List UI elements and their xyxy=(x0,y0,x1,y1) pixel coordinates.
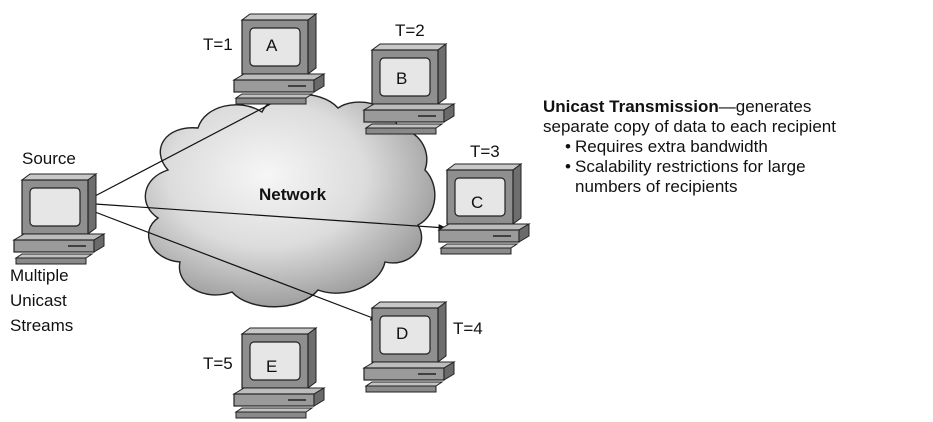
host-a-time: T=1 xyxy=(203,35,233,54)
description-title: Unicast Transmission xyxy=(543,97,719,116)
host-b-letter: B xyxy=(396,69,407,88)
description-bullets: Requires extra bandwidth Scalability res… xyxy=(543,137,928,197)
host-d: D T=4 xyxy=(363,301,483,393)
host-c-time: T=3 xyxy=(470,142,500,161)
host-c-letter: C xyxy=(471,193,483,212)
description-heading: Unicast Transmission—generates xyxy=(543,97,928,117)
network-cloud: Network xyxy=(144,93,436,308)
source-caption-line-1: Multiple xyxy=(10,266,69,285)
network-label: Network xyxy=(259,185,327,204)
source-label: Source xyxy=(22,149,76,168)
description-title-suffix: —generates xyxy=(718,97,812,116)
host-a: A T=1 xyxy=(203,13,325,105)
description-line-2: separate copy of data to each recipient xyxy=(543,117,836,136)
unicast-description: Unicast Transmission—generates separate … xyxy=(543,97,928,197)
source-caption-line-2: Unicast xyxy=(10,291,67,310)
host-e: E T=5 xyxy=(203,327,325,419)
host-b: B T=2 xyxy=(363,21,455,135)
host-b-time: T=2 xyxy=(395,21,425,40)
host-e-time: T=5 xyxy=(203,354,233,373)
host-d-letter: D xyxy=(396,324,408,343)
host-d-time: T=4 xyxy=(453,319,483,338)
description-bullet-1: Requires extra bandwidth xyxy=(565,137,928,157)
stream-to-d xyxy=(94,211,379,321)
description-bullet-2: Scalability restrictions for large numbe… xyxy=(565,157,825,197)
source-computer: Source Multiple Unicast Streams xyxy=(10,149,105,335)
stream-to-a xyxy=(94,97,283,197)
host-a-letter: A xyxy=(266,36,278,55)
host-c: C T=3 xyxy=(438,142,530,255)
stream-to-c xyxy=(94,203,447,231)
unicast-streams xyxy=(94,97,447,321)
source-caption-line-3: Streams xyxy=(10,316,73,335)
host-e-letter: E xyxy=(266,357,277,376)
